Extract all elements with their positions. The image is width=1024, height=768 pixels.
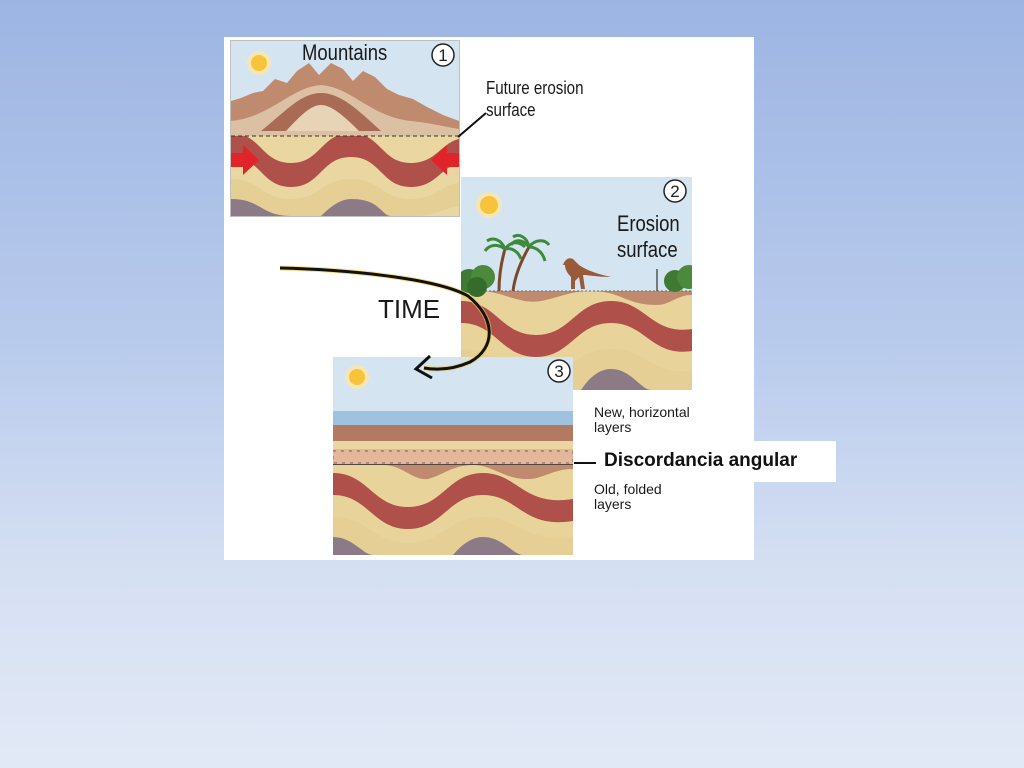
- svg-text:2: 2: [670, 182, 679, 201]
- number-1-badge: 1: [431, 43, 455, 67]
- folded-layers: [231, 123, 459, 216]
- sun-icon: [247, 51, 271, 75]
- new-layers-label: New, horizontal layers: [594, 405, 690, 435]
- erosion-surface-label: Erosion surface: [617, 211, 680, 263]
- erosion-line1: Erosion: [617, 211, 680, 236]
- new-layers-line2: layers: [594, 419, 632, 435]
- compression-arrow-icon: [231, 145, 459, 175]
- mountain-range: [231, 63, 459, 136]
- time-arrow-icon: [279, 265, 492, 380]
- palm-tree-icon: [483, 233, 551, 292]
- old-layers-line2: layers: [594, 496, 632, 512]
- new-layers-line1: New, horizontal: [594, 404, 690, 420]
- svg-text:3: 3: [554, 362, 563, 381]
- future-erosion-label: Future erosion surface: [486, 77, 583, 121]
- bush-icon: [461, 265, 692, 297]
- sun-icon: [476, 192, 502, 218]
- number-3-badge: 3: [547, 359, 571, 383]
- number-2-badge: 2: [663, 179, 687, 203]
- annotation-box: [596, 441, 836, 482]
- future-erosion-pointer: [457, 112, 487, 138]
- sea-water: [333, 411, 573, 425]
- future-erosion-line2: surface: [486, 100, 536, 120]
- time-label: TIME: [378, 294, 441, 324]
- svg-text:1: 1: [438, 46, 447, 65]
- folded-layers: [333, 465, 573, 555]
- future-erosion-line1: Future erosion: [486, 78, 584, 98]
- old-layers-label: Old, folded layers: [594, 482, 662, 512]
- panel1-title: Mountains: [302, 40, 388, 65]
- panel-new-layers: 3: [333, 357, 573, 555]
- discordancia-angular-label: Discordancia angular: [604, 450, 798, 471]
- horizontal-layers: [333, 425, 573, 465]
- panel-erosion: 2: [461, 177, 692, 390]
- sun-icon: [345, 365, 369, 389]
- dinosaur-icon: [563, 258, 611, 289]
- erosion-line2: surface: [617, 237, 678, 262]
- old-layers-line1: Old, folded: [594, 481, 662, 497]
- panel-mountains: 1: [230, 40, 460, 217]
